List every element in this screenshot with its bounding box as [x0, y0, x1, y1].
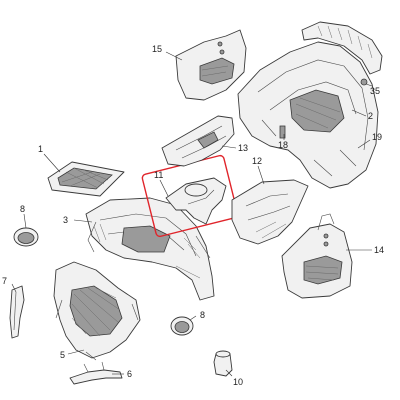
part-6-bracket-rail[interactable] — [69, 361, 123, 385]
part-3-front-fender[interactable] — [85, 197, 215, 301]
callout-7: 7 — [2, 276, 7, 286]
callout-8b: 8 — [200, 310, 205, 320]
callout-3: 3 — [63, 215, 68, 225]
part-12-side-panel[interactable] — [231, 179, 309, 245]
callout-labels: 1 2 3 5 6 7 8 8 10 11 12 13 14 15 18 19 … — [2, 44, 384, 387]
callout-8a: 8 — [20, 204, 25, 214]
callout-13: 13 — [238, 143, 248, 153]
part-15-rear-footwell[interactable] — [175, 29, 247, 101]
callout-15: 15 — [152, 44, 162, 54]
callout-12: 12 — [252, 156, 262, 166]
part-18-fastener[interactable] — [279, 125, 286, 139]
part-1-grille-panel[interactable] — [47, 161, 125, 197]
part-8-headlight-bezel-lower[interactable] — [170, 316, 194, 336]
part-5-lower-mesh-guard[interactable] — [53, 261, 141, 361]
callout-11: 11 — [154, 170, 163, 180]
callout-5: 5 — [60, 350, 65, 360]
callout-10: 10 — [233, 377, 243, 387]
callout-19: 19 — [372, 132, 382, 142]
callout-14: 14 — [374, 245, 384, 255]
callout-6: 6 — [127, 369, 132, 379]
callout-1: 1 — [38, 144, 43, 154]
part-19-rear-fender[interactable] — [237, 41, 379, 189]
part-10-light-cap[interactable] — [213, 350, 233, 377]
part-8-headlight-bezel-upper[interactable] — [13, 227, 39, 247]
callout-18: 18 — [278, 140, 288, 150]
leader-lines — [11, 51, 373, 377]
part-2-rear-rack[interactable] — [301, 21, 383, 75]
part-14-right-footwell[interactable] — [281, 213, 353, 299]
part-13-inner-fender-bracket[interactable] — [161, 115, 235, 167]
part-35-fastener[interactable] — [360, 78, 368, 86]
part-7-side-bracket[interactable] — [9, 285, 25, 339]
callout-35: 35 — [370, 86, 380, 96]
callout-2: 2 — [368, 111, 373, 121]
